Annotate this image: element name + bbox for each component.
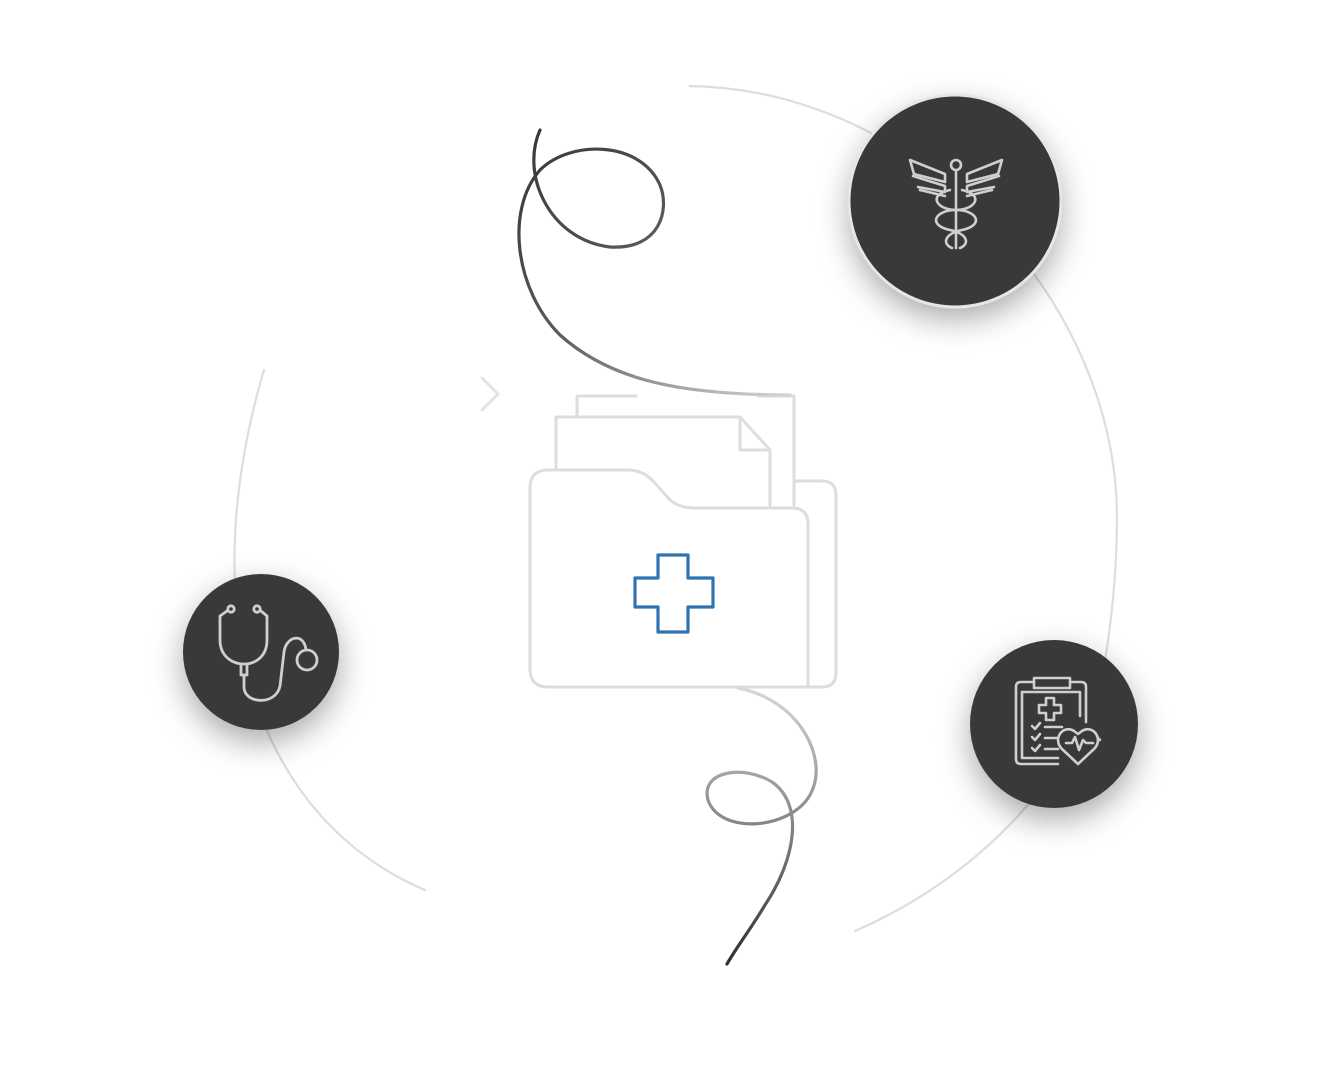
folder-front-panel [528, 468, 810, 689]
medical-folder-icon [528, 394, 838, 689]
small-chevron-icon [480, 376, 500, 412]
decorative-curve-top [517, 128, 792, 397]
decorative-curve-bottom [705, 686, 818, 966]
medical-clipboard-badge [970, 640, 1138, 808]
caduceus-icon [908, 158, 1004, 250]
stethoscope-icon [218, 604, 319, 702]
medical-clipboard-heart-icon [1014, 676, 1102, 766]
stethoscope-badge [183, 574, 339, 730]
document-fold [738, 415, 772, 452]
folder-back-panel [778, 479, 838, 689]
orbit-arc-bottom-right [853, 788, 1042, 933]
medical-cross-icon [633, 553, 715, 634]
caduceus-badge [847, 93, 1063, 309]
